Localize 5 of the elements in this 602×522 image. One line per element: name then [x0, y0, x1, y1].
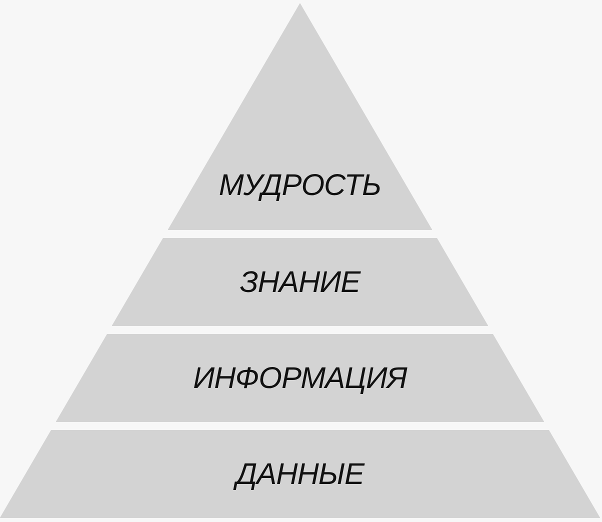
tier-label: ЗНАНИЕ: [238, 266, 362, 298]
tier-label: ИНФОРМАЦИЯ: [192, 362, 408, 394]
pyramid-tier: [0, 430, 600, 518]
tier-label: МУДРОСТЬ: [218, 169, 382, 202]
tier-label: ДАННЫЕ: [232, 458, 368, 490]
